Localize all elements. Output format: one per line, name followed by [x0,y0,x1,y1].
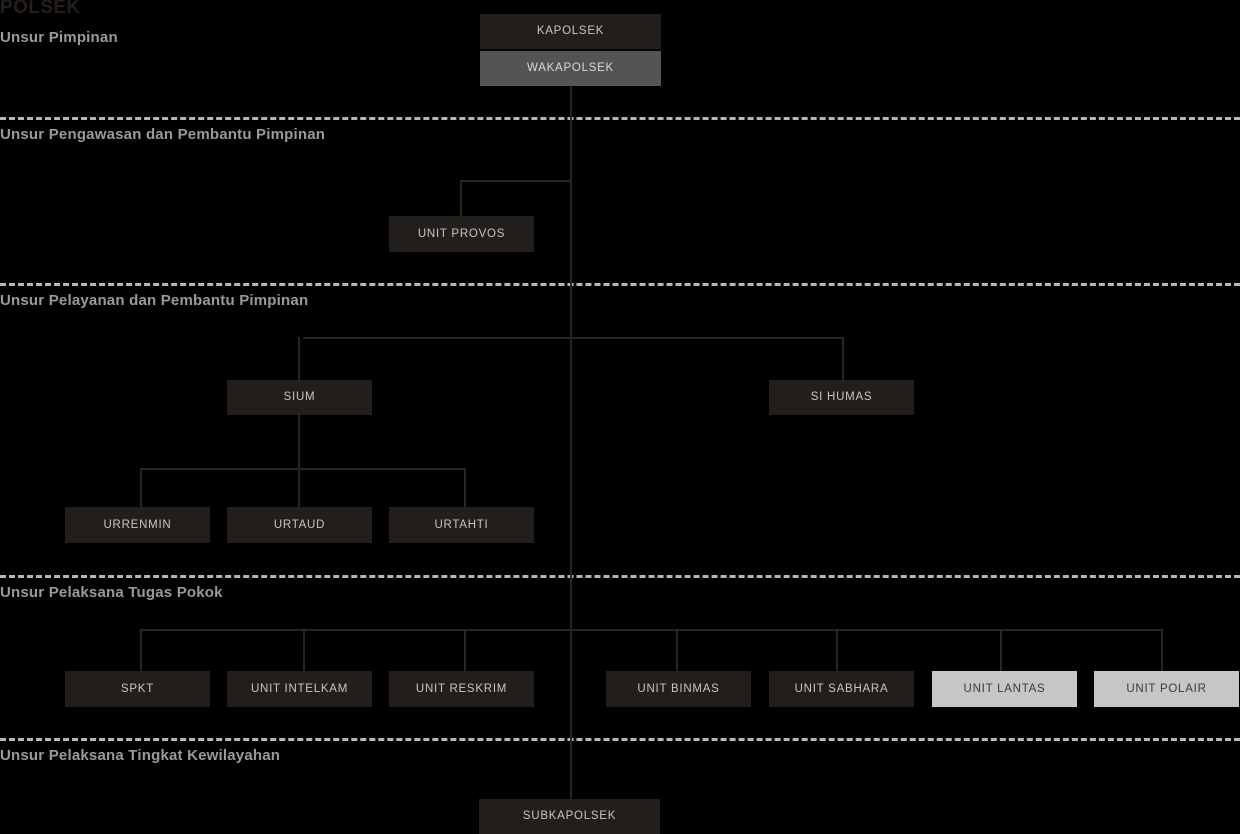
band-label-unsur-pengawasan-dan-pembantu-pimpinan: Unsur Pengawasan dan Pembantu Pimpinan [0,126,326,143]
connector-level3-bar [303,337,844,339]
node-urtahti[interactable]: URTAHTI [389,507,534,543]
node-urtaud[interactable]: URTAUD [227,507,372,543]
node-wakapolsek[interactable]: WAKAPOLSEK [480,51,661,86]
band-label-unsur-pelaksana-tingkat-kewilayahan: Unsur Pelaksana Tingkat Kewilayahan [0,747,281,764]
node-subkapolsek[interactable]: SUBKAPOLSEK [479,799,660,834]
band-separator-3 [0,575,1240,578]
page-title: POLSEK [0,0,81,18]
band-separator-2 [0,283,1240,286]
band-label-unsur-pimpinan: Unsur Pimpinan [0,29,118,46]
connector-urrenmin-drop [140,468,142,507]
node-unit-intelkam[interactable]: UNIT INTELKAM [227,671,372,707]
connector-level4-bar [140,629,1163,631]
connector-sium-stem [298,415,300,468]
connector-urtahti-drop [464,468,466,507]
connector-reskrim-drop [464,629,466,671]
connector-sabhara-drop [836,629,838,671]
connector-sium-drop [298,337,300,380]
connector-lantas-drop [1000,629,1002,671]
node-unit-provos[interactable]: UNIT PROVOS [389,216,534,252]
connector-sium-children-bar [140,468,466,470]
node-unit-lantas[interactable]: UNIT LANTAS [932,671,1077,707]
node-unit-reskrim[interactable]: UNIT RESKRIM [389,671,534,707]
connector-binmas-drop [676,629,678,671]
band-separator-1 [0,117,1240,120]
node-sium[interactable]: SIUM [227,380,372,415]
node-unit-polair[interactable]: UNIT POLAIR [1094,671,1239,707]
node-unit-binmas[interactable]: UNIT BINMAS [606,671,751,707]
node-kapolsek[interactable]: KAPOLSEK [480,14,661,49]
band-label-unsur-pelaksana-tugas-pokok: Unsur Pelaksana Tugas Pokok [0,584,223,601]
node-spkt[interactable]: SPKT [65,671,210,707]
connector-polair-drop [1161,629,1163,671]
connector-provos-drop [460,180,462,216]
band-separator-4 [0,738,1240,741]
node-unit-sabhara[interactable]: UNIT SABHARA [769,671,914,707]
connector-provos-horizontal [460,180,571,182]
node-urrenmin[interactable]: URRENMIN [65,507,210,543]
node-si-humas[interactable]: SI HUMAS [769,380,914,415]
trunk-line-main [570,85,572,800]
connector-sihumas-drop [842,337,844,380]
band-label-unsur-pelayanan-dan-pembantu-pimpinan: Unsur Pelayanan dan Pembantu Pimpinan [0,292,309,309]
connector-intelkam-drop [303,629,305,671]
connector-spkt-drop [140,629,142,671]
connector-urtaud-drop [298,468,300,507]
